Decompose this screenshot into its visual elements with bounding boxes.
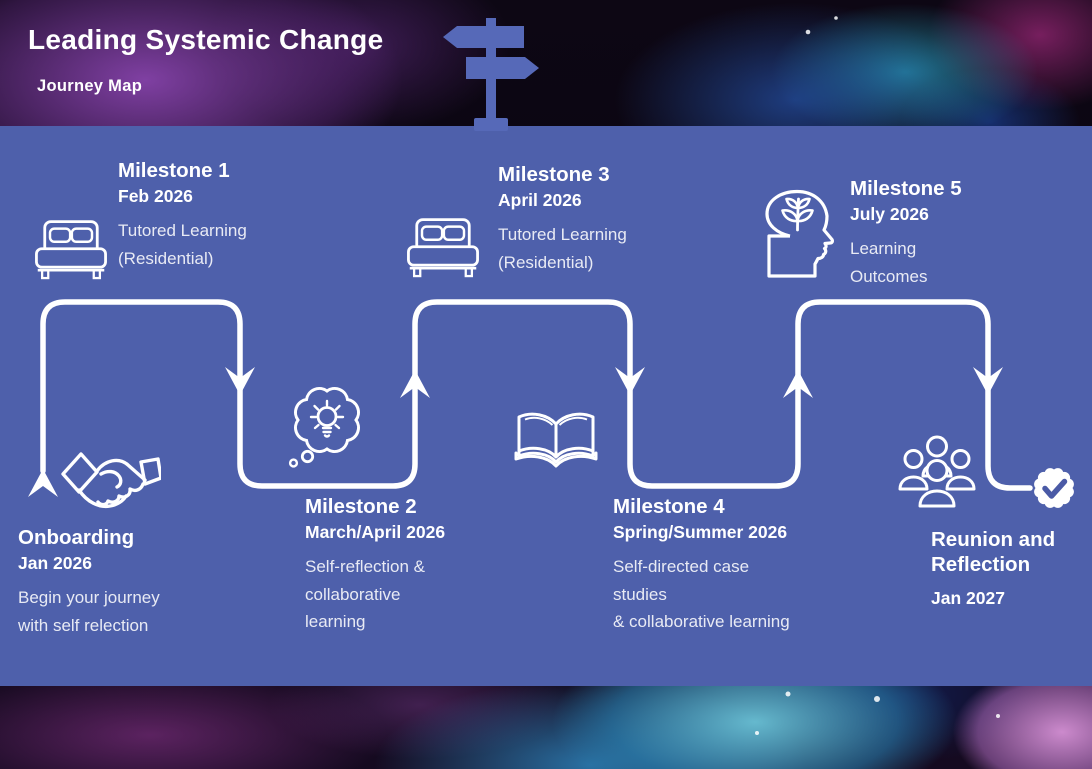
milestone-5: Milestone 5 July 2026 Learning Outcomes [850, 176, 1070, 290]
milestone-2: Milestone 2 March/April 2026 Self-reflec… [305, 494, 525, 636]
milestone-date: Jan 2026 [18, 553, 92, 573]
handshake-icon [61, 452, 161, 509]
people-icon [898, 435, 976, 508]
bed-icon [407, 218, 479, 278]
milestone-date: Jan 2027 [931, 588, 1005, 608]
milestone-4: Milestone 4 Spring/Summer 2026 Self-dire… [613, 494, 873, 636]
head-plant-icon [765, 189, 834, 278]
milestone-1: Milestone 1 Feb 2026 Tutored Learning (R… [118, 158, 338, 272]
milestone-title: Onboarding [18, 526, 135, 549]
milestone-description: Learning Outcomes [850, 239, 928, 286]
milestone-onboarding: Onboarding Jan 2026 Begin your journey w… [18, 525, 238, 639]
milestone-title: Reunion and Reflection [931, 528, 1056, 576]
milestone-date: July 2026 [850, 204, 929, 224]
milestone-description: Self-directed case studies & collaborati… [613, 557, 790, 631]
milestone-title: Milestone 3 [498, 163, 610, 186]
milestone-title: Milestone 4 [613, 495, 725, 518]
milestone-3: Milestone 3 April 2026 Tutored Learning … [498, 162, 718, 276]
milestone-description: Tutored Learning (Residential) [498, 225, 627, 272]
thought-lightbulb-icon [288, 387, 360, 468]
milestone-description: Self-reflection & collaborative learning [305, 557, 425, 631]
milestone-title: Milestone 2 [305, 495, 417, 518]
milestone-title: Milestone 1 [118, 159, 230, 182]
milestone-date: Feb 2026 [118, 186, 193, 206]
milestone-description: Begin your journey with self relection [18, 588, 160, 635]
milestone-reunion: Reunion and Reflection Jan 2027 [931, 527, 1091, 611]
bed-icon [35, 220, 107, 280]
milestone-title: Milestone 5 [850, 177, 962, 200]
milestone-date: Spring/Summer 2026 [613, 522, 788, 542]
milestone-date: April 2026 [498, 190, 582, 210]
page-subtitle: Journey Map [37, 77, 143, 95]
page-title: Leading Systemic Change [28, 24, 384, 55]
milestone-description: Tutored Learning (Residential) [118, 221, 247, 268]
milestone-date: March/April 2026 [305, 522, 446, 542]
open-book-icon [514, 412, 598, 468]
